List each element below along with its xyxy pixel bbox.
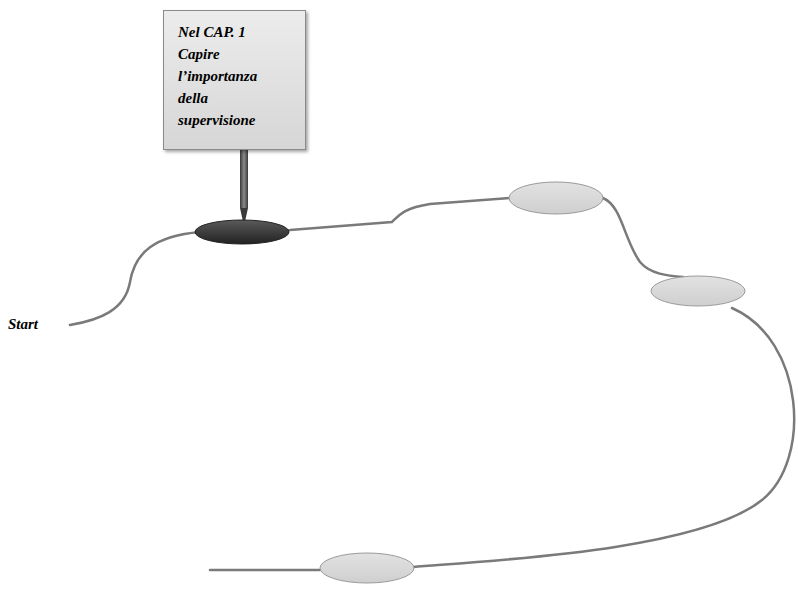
chapter-goal: Capire l’importanza della supervisione	[178, 43, 278, 131]
road-path	[70, 198, 794, 570]
chapter-heading: Nel CAP. 1	[178, 21, 278, 43]
signpost-board: Nel CAP. 1Capire l’importanza della supe…	[163, 10, 306, 150]
start-label: Start	[8, 316, 38, 333]
current-stop	[195, 220, 289, 244]
road-stop	[509, 182, 603, 214]
signpost-pole	[240, 150, 248, 208]
road-stop	[320, 553, 414, 583]
road-stop	[651, 276, 745, 306]
